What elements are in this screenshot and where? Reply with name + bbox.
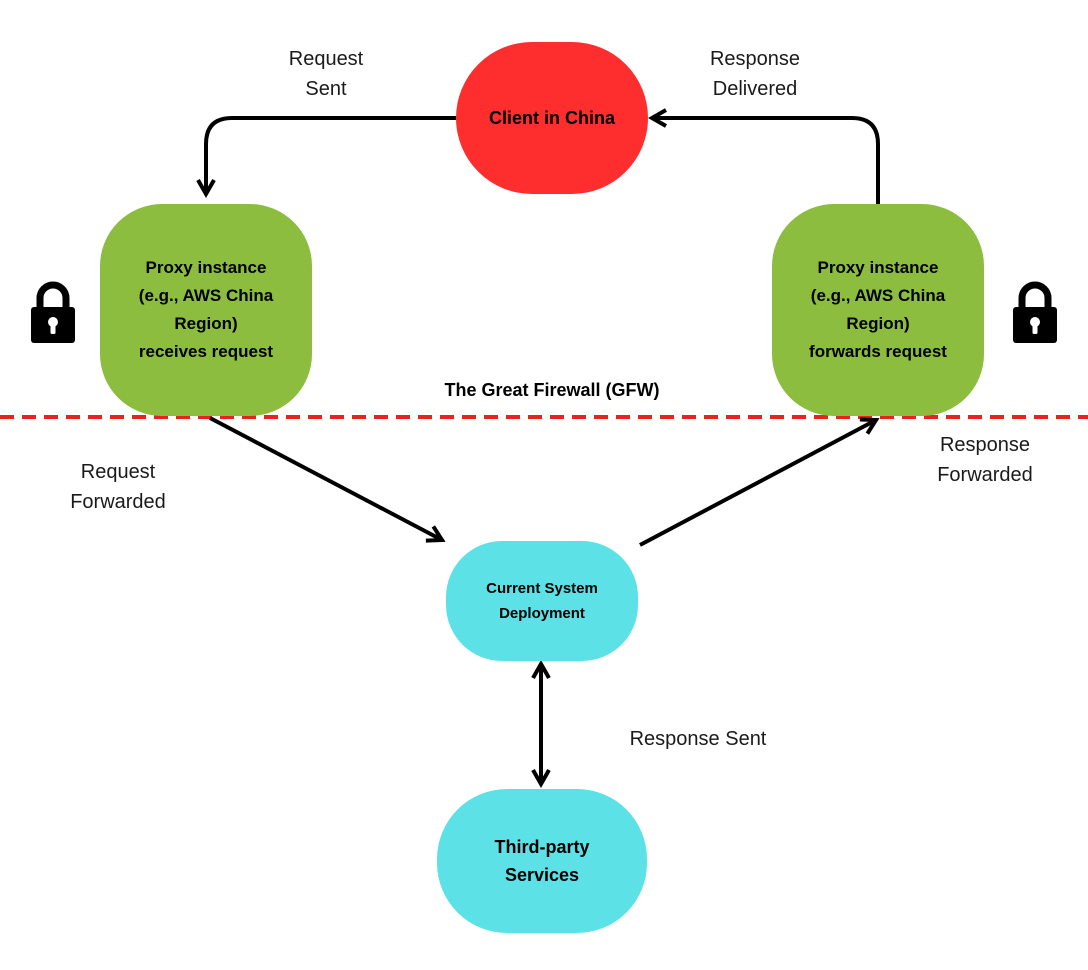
- third-party-node: Third-party Services: [437, 789, 647, 933]
- label-response-sent: Response Sent: [629, 728, 767, 750]
- arrow-request-sent: [206, 116, 456, 194]
- label-request-sent: Request Sent: [288, 48, 364, 100]
- client-node-label: Client in China: [489, 107, 615, 128]
- lock-icon: [1013, 281, 1057, 343]
- deployment-node: Current System Deployment: [446, 541, 638, 661]
- lock-icon: [31, 281, 75, 343]
- arrow-request-forwarded: [209, 416, 442, 540]
- proxy-right-node: Proxy instance (e.g., AWS China Region) …: [772, 204, 984, 416]
- arrow-response-forwarded: [639, 420, 876, 547]
- firewall-label: The Great Firewall (GFW): [444, 380, 660, 400]
- label-response-forwarded: Response Forwarded: [937, 434, 1033, 486]
- client-node: Client in China: [456, 42, 648, 194]
- arrow-response-delivered: [652, 118, 880, 204]
- proxy-right-node-label: Proxy instance (e.g., AWS China Region) …: [809, 258, 947, 361]
- label-response-delivered: Response Delivered: [709, 48, 801, 100]
- deployment-node-label: Current System Deployment: [486, 580, 598, 622]
- proxy-left-node: Proxy instance (e.g., AWS China Region) …: [100, 204, 312, 416]
- label-request-forwarded: Request Forwarded: [70, 461, 166, 513]
- proxy-left-node-label: Proxy instance (e.g., AWS China Region) …: [138, 258, 274, 361]
- third-party-node-label: Third-party Services: [494, 837, 590, 885]
